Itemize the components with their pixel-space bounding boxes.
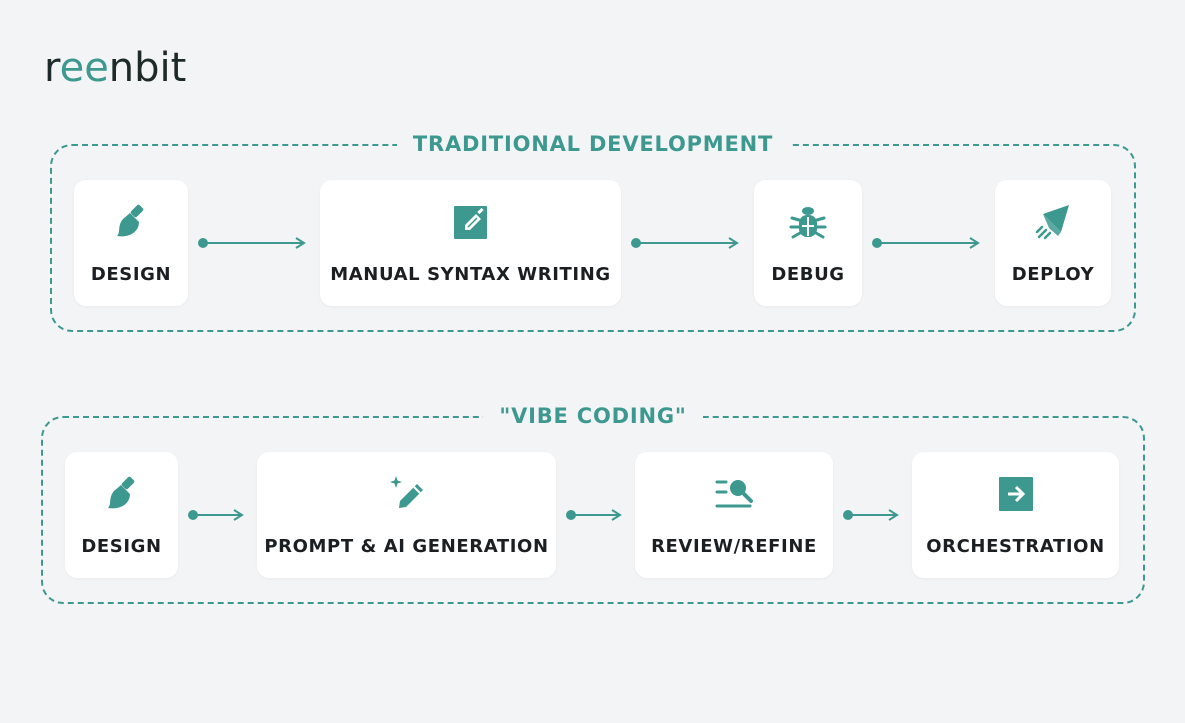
flow-arrow xyxy=(186,508,246,522)
step-label: REVIEW/REFINE xyxy=(651,536,817,557)
vibe-title-text: "VIBE CODING" xyxy=(483,401,703,431)
step-review-refine: REVIEW/REFINE xyxy=(635,452,833,578)
step-prompt-ai-generation: PROMPT & AI GENERATION xyxy=(257,452,556,578)
brand-logo: reenbit xyxy=(44,44,186,92)
step-label: DEPLOY xyxy=(1011,264,1095,285)
flow-arrow xyxy=(870,236,982,250)
edit-square-icon xyxy=(451,202,491,242)
flow-arrow xyxy=(629,236,741,250)
magic-pencil-icon xyxy=(387,474,427,514)
bug-icon xyxy=(788,202,828,242)
vibe-group: "VIBE CODING" xyxy=(41,401,1145,604)
vibe-title: "VIBE CODING" xyxy=(43,401,1143,431)
step-debug: DEBUG xyxy=(754,180,862,306)
brush-icon xyxy=(102,474,142,514)
step-label: DESIGN xyxy=(90,264,172,285)
step-design: DESIGN xyxy=(65,452,178,578)
traditional-title: TRADITIONAL DEVELOPMENT xyxy=(52,129,1134,159)
logo-accent: ee xyxy=(59,45,109,91)
flow-arrow xyxy=(564,508,624,522)
arrow-square-icon xyxy=(996,474,1036,514)
traditional-title-text: TRADITIONAL DEVELOPMENT xyxy=(396,129,790,159)
logo-prefix: r xyxy=(44,45,60,91)
traditional-group: TRADITIONAL DEVELOPMENT xyxy=(50,129,1136,332)
rocket-icon xyxy=(1033,202,1073,242)
brush-icon xyxy=(111,202,151,242)
logo-suffix: nbit xyxy=(108,45,187,91)
step-label: PROMPT & AI GENERATION xyxy=(264,536,549,557)
step-deploy: DEPLOY xyxy=(995,180,1111,306)
flow-arrow xyxy=(196,236,308,250)
search-list-icon xyxy=(714,474,754,514)
flow-arrow xyxy=(841,508,901,522)
step-label: MANUAL SYNTAX WRITING xyxy=(330,264,611,285)
step-label: DESIGN xyxy=(81,536,162,557)
step-design: DESIGN xyxy=(74,180,188,306)
step-label: ORCHESTRATION xyxy=(926,536,1105,557)
step-manual-syntax-writing: MANUAL SYNTAX WRITING xyxy=(320,180,621,306)
step-label: DEBUG xyxy=(771,264,845,285)
step-orchestration: ORCHESTRATION xyxy=(912,452,1119,578)
